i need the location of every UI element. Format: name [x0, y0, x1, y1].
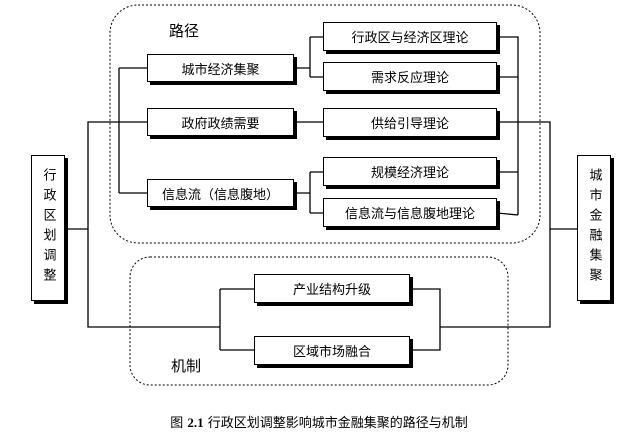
figure-caption: 图 2.1 行政区划调整影响城市金融集聚的路径与机制: [0, 412, 638, 431]
node-theory-information-hinterland: 信息流与信息腹地理论: [323, 198, 497, 227]
link-left-to-paths: [66, 121, 147, 230]
figure-caption-prefix: 图: [170, 416, 184, 431]
link-paths-to-right: [497, 121, 578, 230]
link-left-to-mechanism: [87, 229, 220, 328]
link-theories-collector: [496, 36, 519, 216]
link-mechanism-join: [410, 229, 551, 351]
node-admin-division-adjustment: 行政区划调整: [31, 155, 65, 301]
node-government-performance-need: 政府政绩需要: [147, 108, 294, 136]
node-admin-division-adjustment-label: 行政区划调整: [40, 168, 56, 288]
node-theory-demand-response: 需求反应理论: [323, 62, 497, 91]
node-urban-financial-agglomeration-label: 城市金融集聚: [586, 168, 602, 288]
node-theory-supply-leading: 供给引导理论: [323, 108, 497, 137]
figure-caption-number: 2.1: [187, 415, 204, 430]
link-node1-theories: [294, 36, 323, 78]
node-industrial-structure-upgrade: 产业结构升级: [254, 274, 410, 303]
node-theory-admin-economic-region: 行政区与经济区理论: [323, 22, 497, 51]
mechanism-group-outline: [129, 256, 509, 386]
link-node3-theories: [294, 171, 323, 214]
node-regional-market-integration: 区域市场融合: [254, 336, 410, 365]
node-urban-economic-agglomeration: 城市经济集聚: [147, 54, 294, 82]
path-group-title: 路径: [169, 22, 200, 40]
node-information-flow: 信息流（信息腹地）: [147, 179, 294, 207]
mechanism-group-title: 机制: [171, 357, 202, 375]
path-group-outline: [109, 4, 541, 244]
node-urban-financial-agglomeration: 城市金融集聚: [577, 155, 611, 301]
figure-caption-text: 行政区划调整影响城市金融集聚的路径与机制: [207, 416, 468, 431]
link-mechanism-split: [219, 288, 254, 351]
node-theory-economies-of-scale: 规模经济理论: [323, 157, 497, 186]
